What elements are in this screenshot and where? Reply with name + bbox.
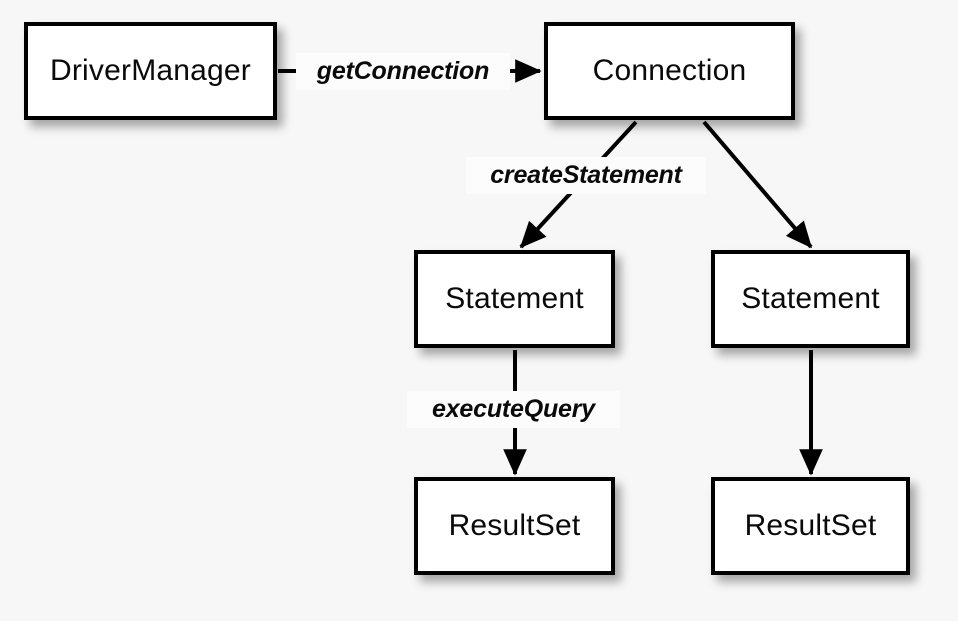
node-label-statement-right: Statement — [741, 282, 880, 315]
edge-label-create-statement: createStatement — [466, 157, 706, 194]
edge-label-get-connection: getConnection — [296, 53, 510, 90]
node-label-connection: Connection — [592, 54, 747, 87]
node-label-resultset-right: ResultSet — [744, 509, 877, 542]
node-connection[interactable]: Connection — [544, 22, 795, 120]
node-resultset-right[interactable]: ResultSet — [711, 477, 910, 575]
edge-label-text-get-connection: getConnection — [316, 57, 490, 85]
connector-connection-to-statement-right — [702, 120, 813, 249]
edge-label-text-create-statement: createStatement — [490, 161, 682, 189]
node-label-statement-left: Statement — [445, 282, 584, 315]
edge-label-text-execute-query: executeQuery — [432, 395, 595, 423]
node-label-driver-manager: DriverManager — [50, 54, 251, 87]
edge-label-execute-query: executeQuery — [407, 391, 620, 428]
node-driver-manager[interactable]: DriverManager — [24, 22, 277, 120]
node-label-resultset-left: ResultSet — [448, 509, 581, 542]
node-statement-left[interactable]: Statement — [414, 250, 615, 348]
node-resultset-left[interactable]: ResultSet — [414, 477, 615, 575]
node-statement-right[interactable]: Statement — [711, 250, 910, 348]
